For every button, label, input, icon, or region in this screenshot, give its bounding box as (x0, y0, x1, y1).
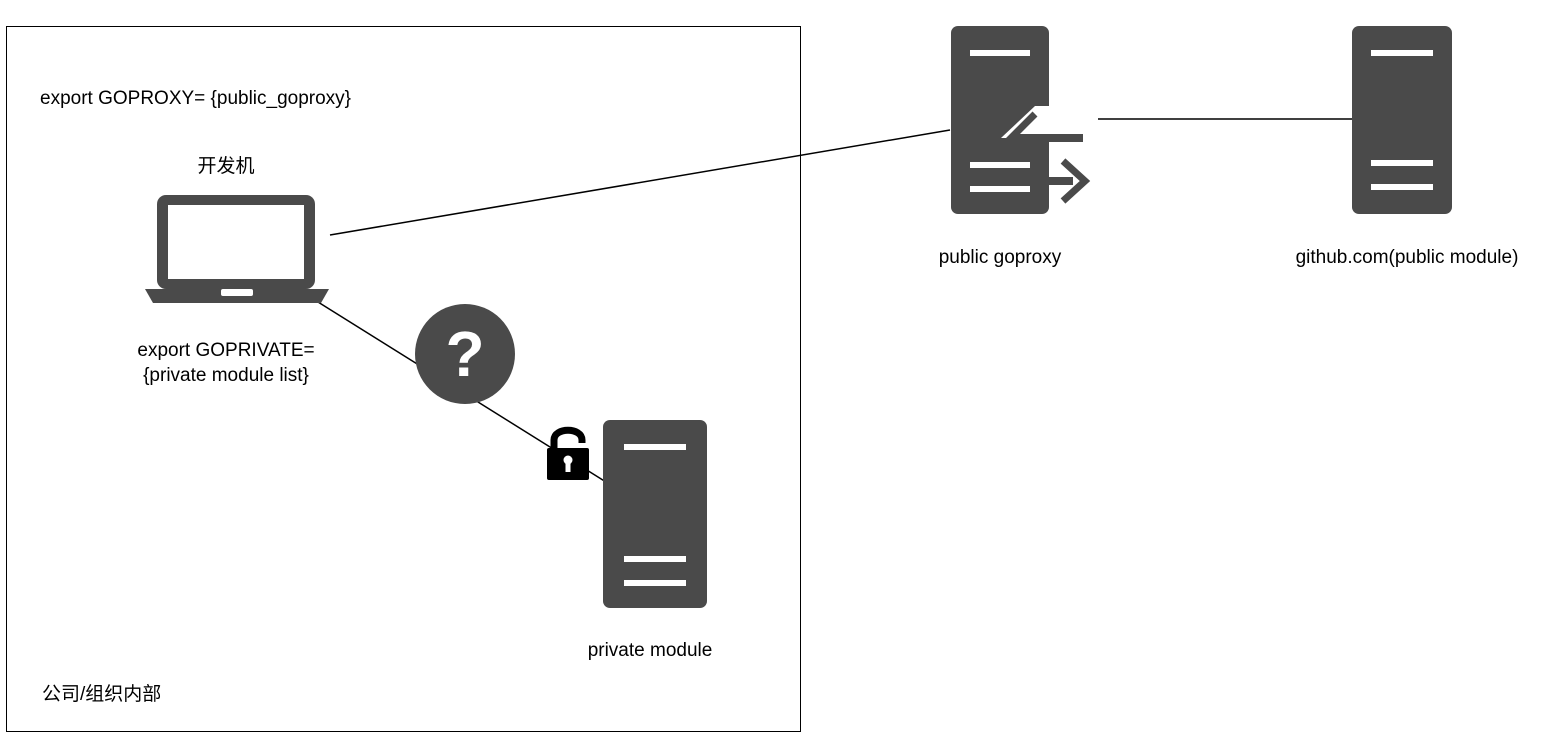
proxy-server-icon (951, 26, 1097, 214)
link-laptop-to-proxy (329, 129, 951, 236)
lock-icon (547, 426, 589, 480)
private-module-label: private module (587, 640, 713, 661)
github-label: github.com(public module) (1295, 247, 1519, 268)
laptop-icon (145, 195, 329, 303)
company-boundary (6, 26, 801, 732)
boundary-label: 公司/组织内部 (42, 684, 162, 705)
dev-machine-title: 开发机 (197, 156, 255, 177)
public-goproxy-label: public goproxy (938, 247, 1062, 268)
question-symbol: ? (445, 318, 485, 390)
goproxy-env-text: export GOPROXY= {public_goproxy} (40, 88, 352, 109)
github-server-icon (1352, 26, 1452, 214)
question-icon: ? (415, 304, 515, 404)
private-module-server-icon (603, 420, 707, 608)
goprivate-env-line2: {private module list} (143, 365, 309, 386)
goprivate-env-line1: export GOPRIVATE= (137, 340, 315, 361)
